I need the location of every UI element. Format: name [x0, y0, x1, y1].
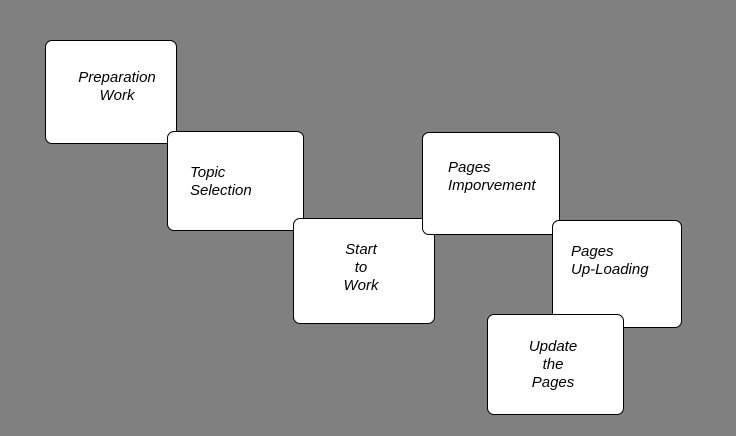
step-card-preparation-work: Preparation Work: [45, 40, 177, 144]
step-card-pages-uploading: Pages Up-Loading: [552, 220, 682, 328]
step-label-topic-selection: Topic Selection: [190, 164, 252, 199]
step-label-update-the-pages: Update the Pages: [528, 338, 578, 391]
step-card-topic-selection: Topic Selection: [167, 131, 304, 231]
step-label-pages-improvement: Pages Imporvement: [448, 159, 536, 194]
step-label-pages-uploading: Pages Up-Loading: [571, 243, 649, 278]
step-card-pages-improvement: Pages Imporvement: [422, 132, 560, 235]
step-card-start-to-work: Start to Work: [293, 218, 435, 324]
step-card-update-the-pages: Update the Pages: [487, 314, 624, 415]
step-label-start-to-work: Start to Work: [343, 241, 379, 294]
step-label-preparation-work: Preparation Work: [78, 69, 156, 104]
